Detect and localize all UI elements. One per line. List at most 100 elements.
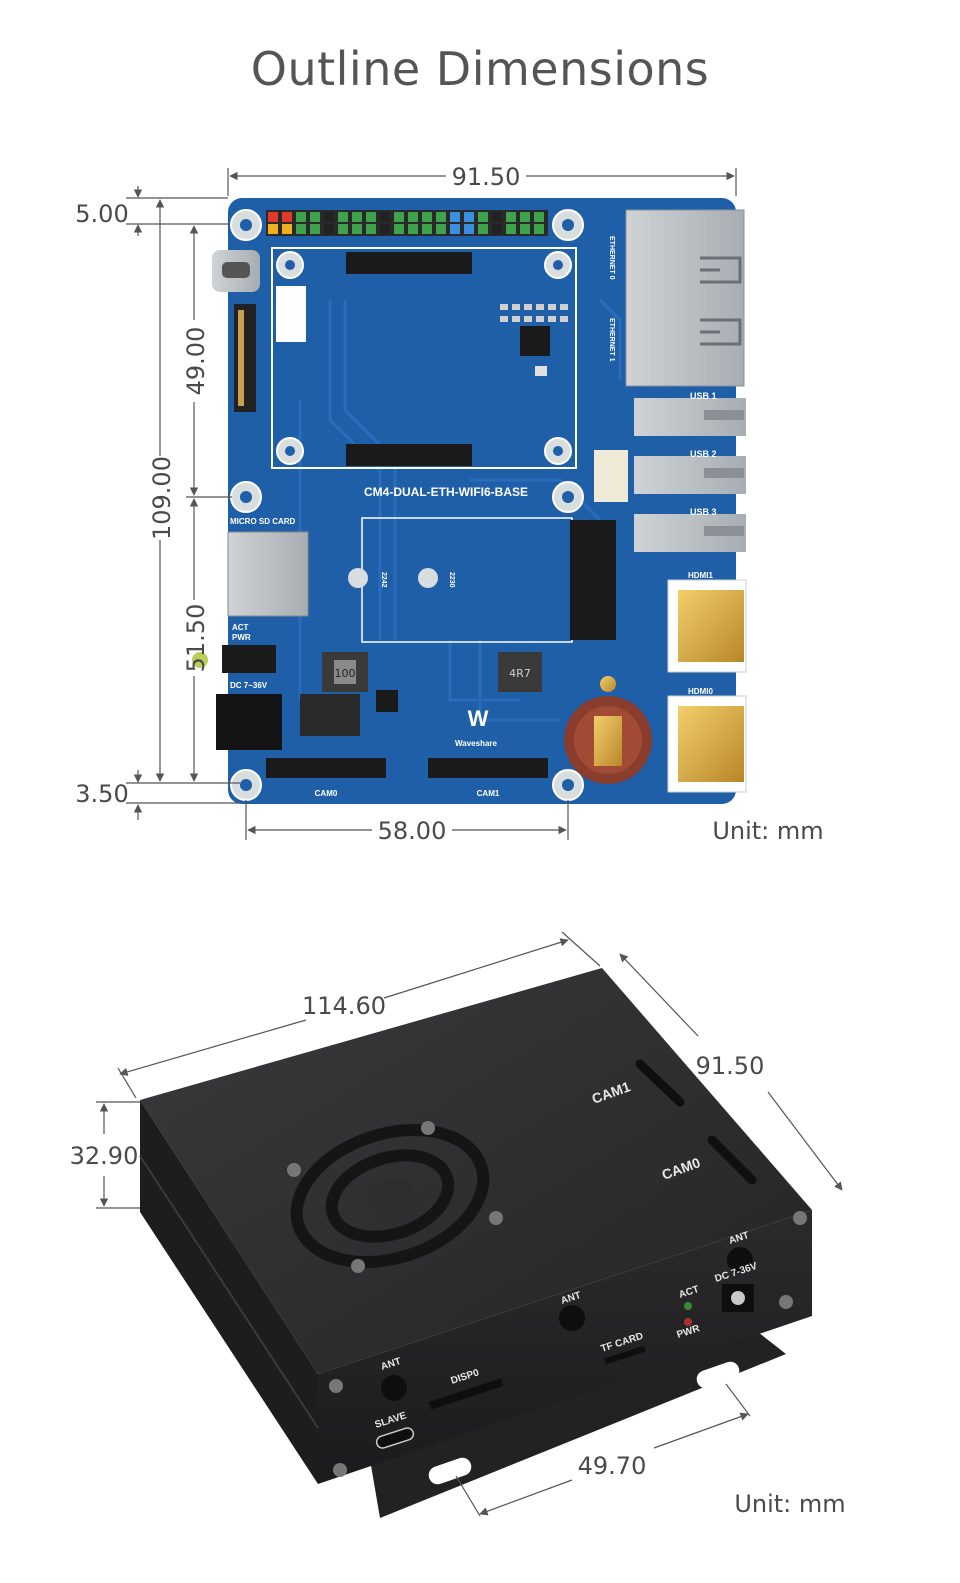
gpio-pin bbox=[324, 212, 334, 222]
smd-component bbox=[512, 316, 520, 322]
gpio-pin bbox=[450, 212, 460, 222]
case-dimensions bbox=[96, 931, 843, 1517]
dim-case-length: 114.60 bbox=[302, 992, 386, 1020]
svg-text:ETHERNET 1: ETHERNET 1 bbox=[608, 318, 615, 362]
gpio-pin bbox=[268, 212, 278, 222]
smd-component bbox=[524, 304, 532, 310]
pcb-board: ETHERNET 0 ETHERNET 1 USB 1 USB 2 USB 3 … bbox=[192, 198, 747, 804]
gpio-pin bbox=[394, 212, 404, 222]
dim-case-height: 32.90 bbox=[70, 1142, 139, 1170]
gpio-pin bbox=[338, 224, 348, 234]
gpio-pin bbox=[296, 224, 306, 234]
gpio-pin bbox=[492, 224, 502, 234]
svg-text:PWR: PWR bbox=[232, 633, 251, 642]
gpio-pin bbox=[478, 212, 488, 222]
fan-grille bbox=[290, 1123, 490, 1269]
antenna-hole-right bbox=[727, 1247, 753, 1273]
gpio-pin bbox=[310, 212, 320, 222]
gpio-pin bbox=[310, 224, 320, 234]
cm4-outline bbox=[271, 247, 577, 469]
ethernet-labels: ETHERNET 0 ETHERNET 1 bbox=[608, 236, 615, 362]
gpio-pin bbox=[394, 224, 404, 234]
mount-bracket bbox=[368, 1318, 786, 1518]
m2-slot bbox=[570, 520, 616, 640]
case-unit: Unit: mm bbox=[734, 1490, 845, 1518]
dim-board-height: 109.00 bbox=[148, 456, 176, 540]
dc-jack bbox=[216, 694, 282, 750]
gpio-pin bbox=[506, 212, 516, 222]
board-unit: Unit: mm bbox=[712, 817, 823, 845]
tf-card-slot bbox=[604, 1345, 646, 1365]
svg-text:100: 100 bbox=[335, 667, 356, 680]
svg-text:ACT: ACT bbox=[232, 623, 249, 632]
hdmi-ports bbox=[667, 579, 747, 793]
gpio-pin bbox=[366, 212, 376, 222]
smd-component bbox=[548, 316, 556, 322]
antenna-hole-left bbox=[381, 1375, 407, 1401]
svg-text:2242: 2242 bbox=[380, 572, 387, 588]
gpio-header bbox=[266, 210, 548, 236]
gpio-pin bbox=[520, 212, 530, 222]
inductor-2 bbox=[498, 652, 542, 692]
gpio-pin bbox=[422, 224, 432, 234]
gpio-pin bbox=[338, 212, 348, 222]
smd-component bbox=[500, 316, 508, 322]
svg-text:MICRO SD CARD: MICRO SD CARD bbox=[230, 517, 296, 526]
gpio-pin bbox=[450, 224, 460, 234]
svg-text:ETHERNET 0: ETHERNET 0 bbox=[608, 236, 615, 280]
smd-component bbox=[536, 316, 544, 322]
smd-component bbox=[560, 304, 568, 310]
gpio-pin bbox=[534, 224, 544, 234]
cm4-connector-top bbox=[346, 252, 472, 274]
svg-text:4R7: 4R7 bbox=[509, 667, 531, 680]
svg-text:DC 7~36V: DC 7~36V bbox=[230, 681, 268, 690]
svg-text:2230: 2230 bbox=[448, 572, 455, 588]
svg-text:HDMI0: HDMI0 bbox=[688, 687, 713, 696]
gpio-pin bbox=[436, 224, 446, 234]
case-enclosure: CAM1 CAM0 ANT ANT ANT ACT DC 7-36V PWR T… bbox=[139, 968, 812, 1518]
gpio-pin bbox=[380, 212, 390, 222]
board-dimensions bbox=[126, 168, 737, 840]
gpio-pin bbox=[492, 212, 502, 222]
svg-text:HDMI1: HDMI1 bbox=[688, 571, 713, 580]
fan-header bbox=[594, 450, 628, 502]
dim-board-width: 91.50 bbox=[452, 163, 521, 191]
svg-text:CAM1: CAM1 bbox=[477, 789, 500, 798]
gpio-pin bbox=[352, 212, 362, 222]
cam0-connector bbox=[266, 758, 386, 778]
dim-case-depth: 91.50 bbox=[696, 1052, 765, 1080]
gpio-pin bbox=[282, 224, 292, 234]
gpio-pin bbox=[520, 224, 530, 234]
smd-component bbox=[548, 304, 556, 310]
dim-hole-spacing-x: 58.00 bbox=[378, 817, 447, 845]
svg-text:USB 2: USB 2 bbox=[690, 449, 717, 459]
cam1-connector bbox=[428, 758, 548, 778]
smd-component bbox=[560, 316, 568, 322]
gpio-pin bbox=[464, 212, 474, 222]
gpio-pin bbox=[422, 212, 432, 222]
usb-ports bbox=[634, 398, 746, 552]
gpio-pin bbox=[478, 224, 488, 234]
svg-text:USB 3: USB 3 bbox=[690, 507, 717, 517]
smd-component bbox=[500, 304, 508, 310]
page-title: Outline Dimensions bbox=[250, 42, 710, 96]
svg-text:CAM0: CAM0 bbox=[315, 789, 338, 798]
board-name: CM4-DUAL-ETH-WIFI6-BASE bbox=[364, 485, 528, 499]
gpio-pin bbox=[296, 212, 306, 222]
svg-text:USB 1: USB 1 bbox=[690, 391, 717, 401]
dc-jack-small bbox=[222, 645, 276, 673]
dim-bottom-offset: 3.50 bbox=[75, 780, 128, 808]
gpio-pin bbox=[352, 224, 362, 234]
gpio-pin bbox=[464, 224, 474, 234]
ethernet-jack bbox=[625, 209, 745, 387]
sd-card-slot bbox=[227, 531, 309, 617]
waveshare-logo: W bbox=[468, 706, 489, 731]
gpio-pin bbox=[282, 212, 292, 222]
gpio-pin bbox=[534, 212, 544, 222]
dim-top-offset: 5.00 bbox=[75, 200, 128, 228]
gpio-pin bbox=[408, 224, 418, 234]
gpio-pin bbox=[436, 212, 446, 222]
dim-upper-spacing: 49.00 bbox=[182, 327, 210, 396]
disp0-slot bbox=[428, 1378, 504, 1410]
